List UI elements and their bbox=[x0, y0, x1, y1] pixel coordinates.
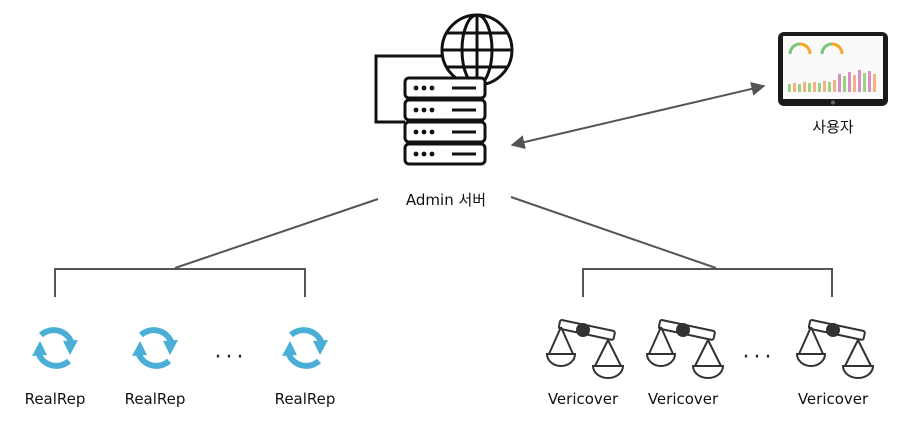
realrep-label: RealRep bbox=[274, 390, 336, 408]
balance-scale-icon bbox=[545, 319, 625, 379]
dashboard-gauge bbox=[788, 42, 844, 55]
server-globe-icon bbox=[374, 13, 514, 166]
tablet-dashboard-icon bbox=[778, 32, 888, 106]
balance-scale-icon bbox=[645, 319, 725, 379]
vericover-label: Vericover bbox=[797, 390, 869, 408]
server-rack-icon bbox=[403, 76, 487, 166]
realrep-ellipsis: ··· bbox=[214, 345, 248, 370]
sync-icon bbox=[132, 327, 178, 369]
admin-server-label: Admin 서버 bbox=[405, 191, 487, 209]
realrep-label: RealRep bbox=[124, 390, 186, 408]
vericover-label: Vericover bbox=[547, 390, 619, 408]
user-label: 사용자 bbox=[812, 118, 854, 136]
globe-icon bbox=[440, 13, 514, 87]
sync-icon bbox=[282, 327, 328, 369]
sync-icon bbox=[32, 327, 78, 369]
dashboard-bars bbox=[788, 70, 876, 92]
realrep-bracket bbox=[54, 268, 306, 297]
edge-admin-to-vericover-group bbox=[510, 196, 717, 269]
connector-lines bbox=[54, 82, 833, 297]
vericover-ellipsis: ··· bbox=[742, 345, 776, 370]
edge-admin-user-bidirectional bbox=[510, 82, 766, 149]
realrep-label: RealRep bbox=[24, 390, 86, 408]
balance-scale-icon bbox=[795, 319, 875, 379]
vericover-label: Vericover bbox=[647, 390, 719, 408]
vericover-bracket bbox=[582, 268, 833, 297]
edge-admin-to-realrep-group bbox=[174, 198, 379, 269]
